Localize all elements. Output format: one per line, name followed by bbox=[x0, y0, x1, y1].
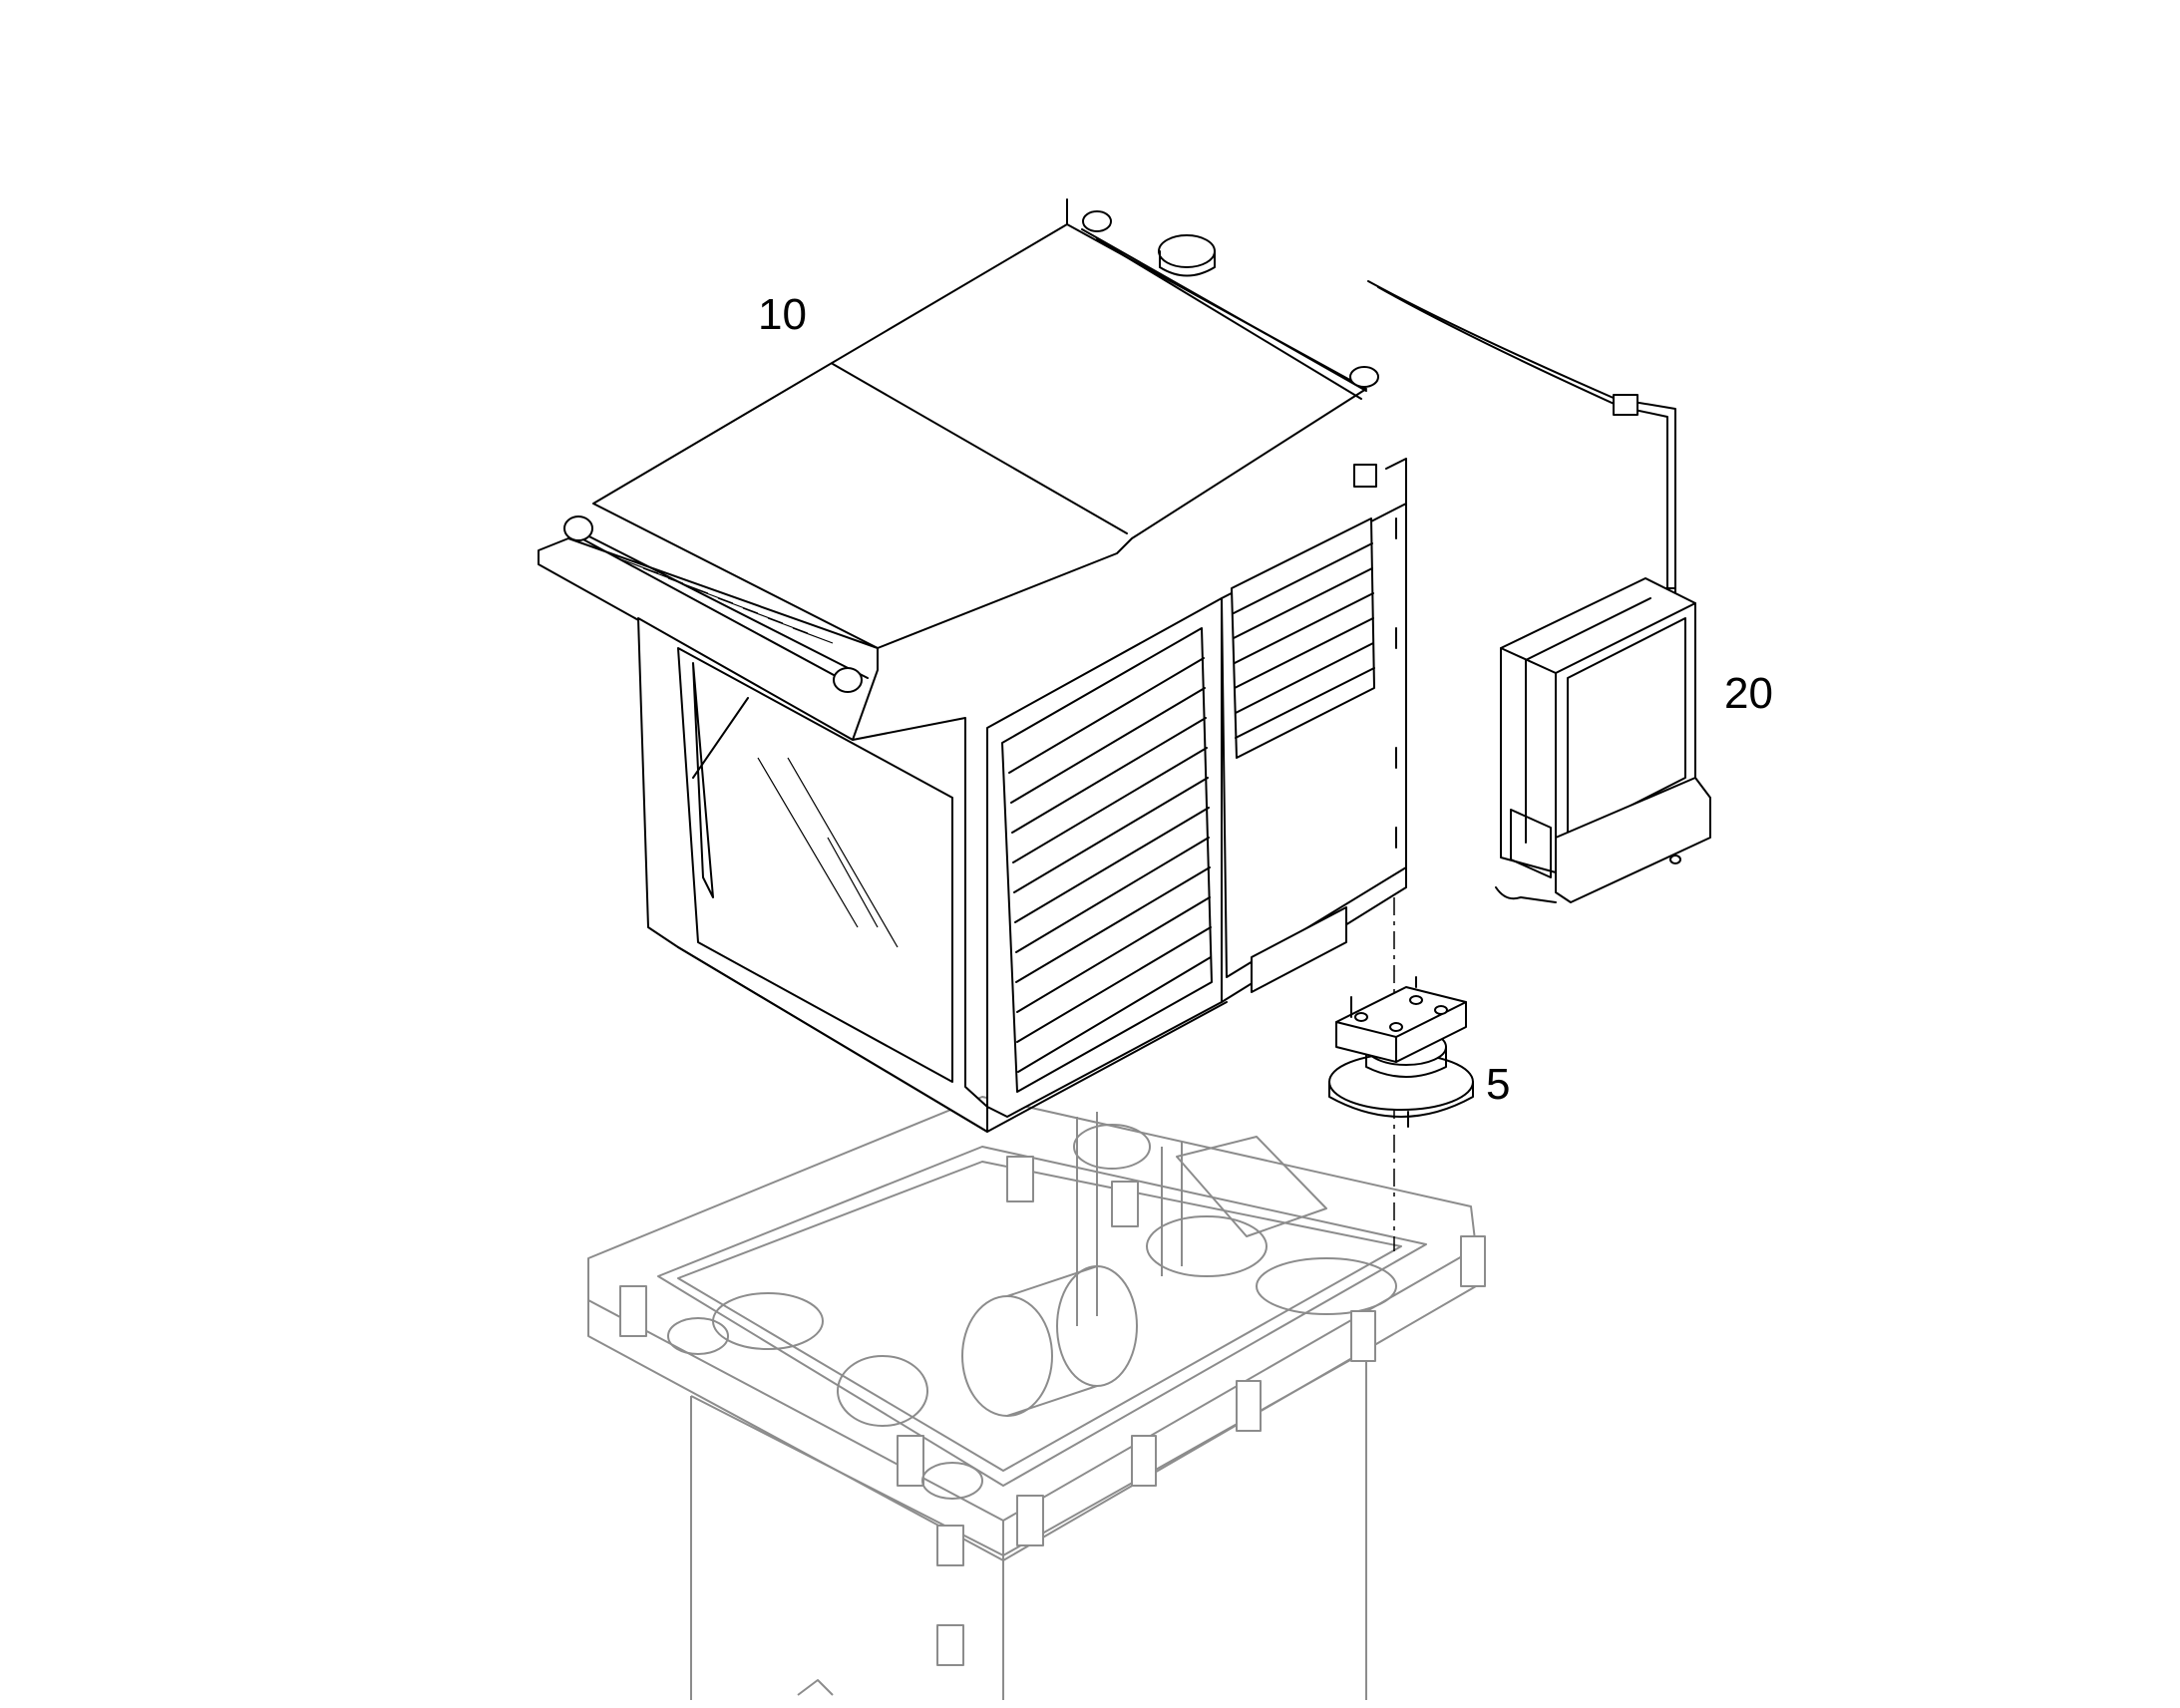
callout-10: 10 bbox=[758, 290, 807, 339]
callout-5: 5 bbox=[1486, 1060, 1511, 1109]
base-frame bbox=[587, 1096, 1486, 1700]
callout-20: 20 bbox=[1724, 669, 1773, 718]
swivel-mount bbox=[1328, 976, 1474, 1128]
control-cabinet bbox=[1367, 280, 1711, 903]
cab-assembly bbox=[538, 198, 1407, 1133]
